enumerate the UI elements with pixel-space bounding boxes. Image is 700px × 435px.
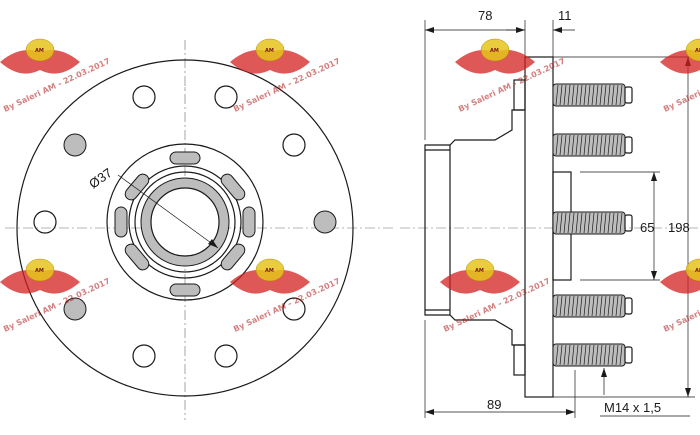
watermark-badge-text: AM bbox=[475, 268, 484, 274]
hub-slot bbox=[169, 283, 201, 297]
flange-outer-circle bbox=[16, 59, 354, 397]
watermark-badge-text: AM bbox=[35, 48, 44, 54]
bolt-hole bbox=[132, 344, 156, 368]
hub-ring bbox=[128, 165, 242, 279]
watermark-badge bbox=[255, 258, 285, 282]
bolt-hole bbox=[214, 85, 238, 109]
thread-label: M14 x 1,5 bbox=[604, 400, 661, 415]
hub-slot bbox=[169, 151, 201, 165]
watermark-badge-text: AM bbox=[695, 268, 700, 274]
side-view: 78 11 65 198 89 M14 x 1,5 bbox=[400, 8, 700, 418]
bolt-hole bbox=[282, 297, 306, 321]
hub-slot bbox=[220, 243, 246, 271]
diameter-leader bbox=[117, 174, 219, 249]
hub-slot bbox=[220, 173, 246, 201]
watermark-badge-text: AM bbox=[695, 48, 700, 54]
watermark-badge-text: AM bbox=[265, 268, 274, 274]
bolt-hole bbox=[214, 344, 238, 368]
dim-89-label: 89 bbox=[487, 397, 501, 412]
inner-diameter-label: Ø37 bbox=[86, 165, 115, 191]
watermark-wing bbox=[455, 49, 535, 74]
bore-circle bbox=[150, 187, 220, 257]
watermark-badge bbox=[25, 258, 55, 282]
bolt-hole bbox=[282, 133, 306, 157]
watermark-badge bbox=[465, 258, 495, 282]
bolt-hole bbox=[132, 85, 156, 109]
flange-plate bbox=[524, 56, 554, 398]
dim-198-label: 198 bbox=[668, 220, 690, 235]
hub-slot bbox=[114, 206, 128, 238]
stud-hole bbox=[63, 297, 87, 321]
watermark-wing bbox=[0, 49, 80, 74]
dim-78-label: 78 bbox=[478, 8, 492, 23]
watermark-wing bbox=[230, 269, 310, 294]
watermark-wing bbox=[230, 49, 310, 74]
wheel-studs bbox=[552, 83, 633, 367]
watermark-badge-text: AM bbox=[490, 48, 499, 54]
watermark-badge bbox=[255, 38, 285, 62]
watermark-badge bbox=[685, 38, 700, 62]
watermark-badge bbox=[480, 38, 510, 62]
hub-ring-inner bbox=[134, 171, 236, 273]
hub-slot bbox=[124, 173, 150, 201]
dim-11-label: 11 bbox=[558, 8, 572, 23]
bolt-hole bbox=[33, 210, 57, 234]
watermark-badge bbox=[685, 258, 700, 282]
hub-body bbox=[424, 109, 525, 346]
hub-slots bbox=[114, 151, 256, 297]
watermark-wing bbox=[0, 269, 80, 294]
front-view: Ø37 bbox=[5, 40, 395, 420]
stud-hole bbox=[63, 133, 87, 157]
dim-65-label: 65 bbox=[640, 220, 654, 235]
hub-outer-circle bbox=[106, 143, 264, 301]
stud-hole bbox=[313, 210, 337, 234]
watermark-badge-text: AM bbox=[265, 48, 274, 54]
watermark-wing bbox=[440, 269, 520, 294]
hub-slot bbox=[242, 206, 256, 238]
hub-slot bbox=[124, 243, 150, 271]
watermark-badge bbox=[25, 38, 55, 62]
watermark-badge-text: AM bbox=[35, 268, 44, 274]
